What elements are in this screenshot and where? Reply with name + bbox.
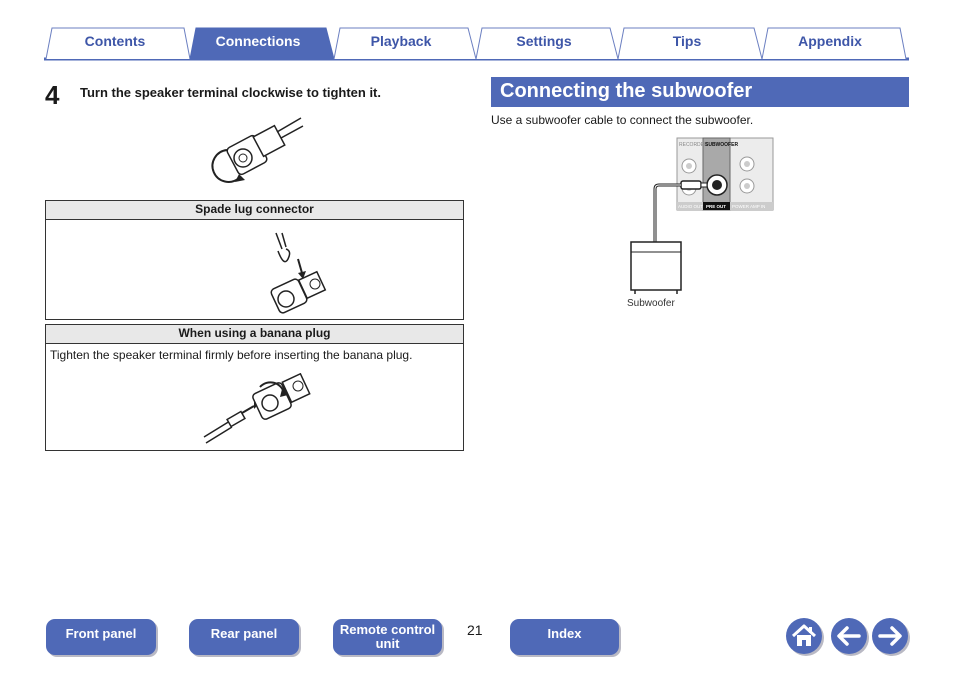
home-button[interactable] — [786, 618, 822, 654]
section-title: Connecting the subwoofer — [491, 77, 909, 107]
tab-bar: Contents Connections Playback Settings T… — [44, 26, 909, 62]
tab-playback[interactable]: Playback — [370, 33, 432, 49]
step-instruction: Turn the speaker terminal clockwise to t… — [80, 85, 381, 100]
rear-panel-button[interactable]: Rear panel — [189, 619, 299, 655]
spade-lug-illustration — [270, 232, 327, 314]
remote-control-line1: Remote control — [339, 622, 436, 637]
step-number: 4 — [45, 80, 60, 110]
subwoofer-caption: Subwoofer — [627, 298, 675, 309]
banana-plug-illustration — [203, 373, 311, 444]
spade-lug-box: Spade lug connector — [45, 200, 464, 320]
terminal-tighten-illustration — [211, 117, 304, 183]
subwoofer-connection-diagram: RECORDER SUBWOOFER AUDIO OUT PRE OUT POW… — [630, 137, 774, 294]
arrow-right-icon — [878, 626, 902, 646]
banana-plug-box: When using a banana plug Tighten the spe… — [45, 324, 464, 451]
page-number: 21 — [467, 622, 483, 638]
tab-tips[interactable]: Tips — [672, 33, 702, 49]
banana-plug-title: When using a banana plug — [46, 325, 463, 344]
subwoofer-panel-label: SUBWOOFER — [705, 142, 738, 148]
banana-plug-instruction: Tighten the speaker terminal firmly befo… — [50, 348, 413, 362]
pre-out-label: PRE OUT — [706, 204, 726, 209]
audio-out-label: AUDIO OUT — [678, 204, 703, 209]
tab-connections[interactable]: Connections — [215, 33, 301, 49]
tab-settings[interactable]: Settings — [516, 33, 572, 49]
power-amp-in-label: POWER AMP IN — [732, 204, 765, 209]
tab-contents[interactable]: Contents — [84, 33, 146, 49]
forward-button[interactable] — [872, 618, 908, 654]
tab-shapes — [44, 27, 909, 61]
recorder-label: RECORDER — [679, 142, 708, 148]
arrow-left-icon — [837, 626, 861, 646]
home-icon — [791, 624, 817, 646]
front-panel-button[interactable]: Front panel — [46, 619, 156, 655]
section-description: Use a subwoofer cable to connect the sub… — [491, 113, 754, 127]
spade-lug-title: Spade lug connector — [46, 201, 463, 220]
remote-control-line2: unit — [375, 636, 400, 651]
index-button[interactable]: Index — [510, 619, 619, 655]
back-button[interactable] — [831, 618, 867, 654]
tab-appendix[interactable]: Appendix — [798, 33, 862, 49]
remote-control-button[interactable]: Remote control unit — [333, 619, 442, 655]
